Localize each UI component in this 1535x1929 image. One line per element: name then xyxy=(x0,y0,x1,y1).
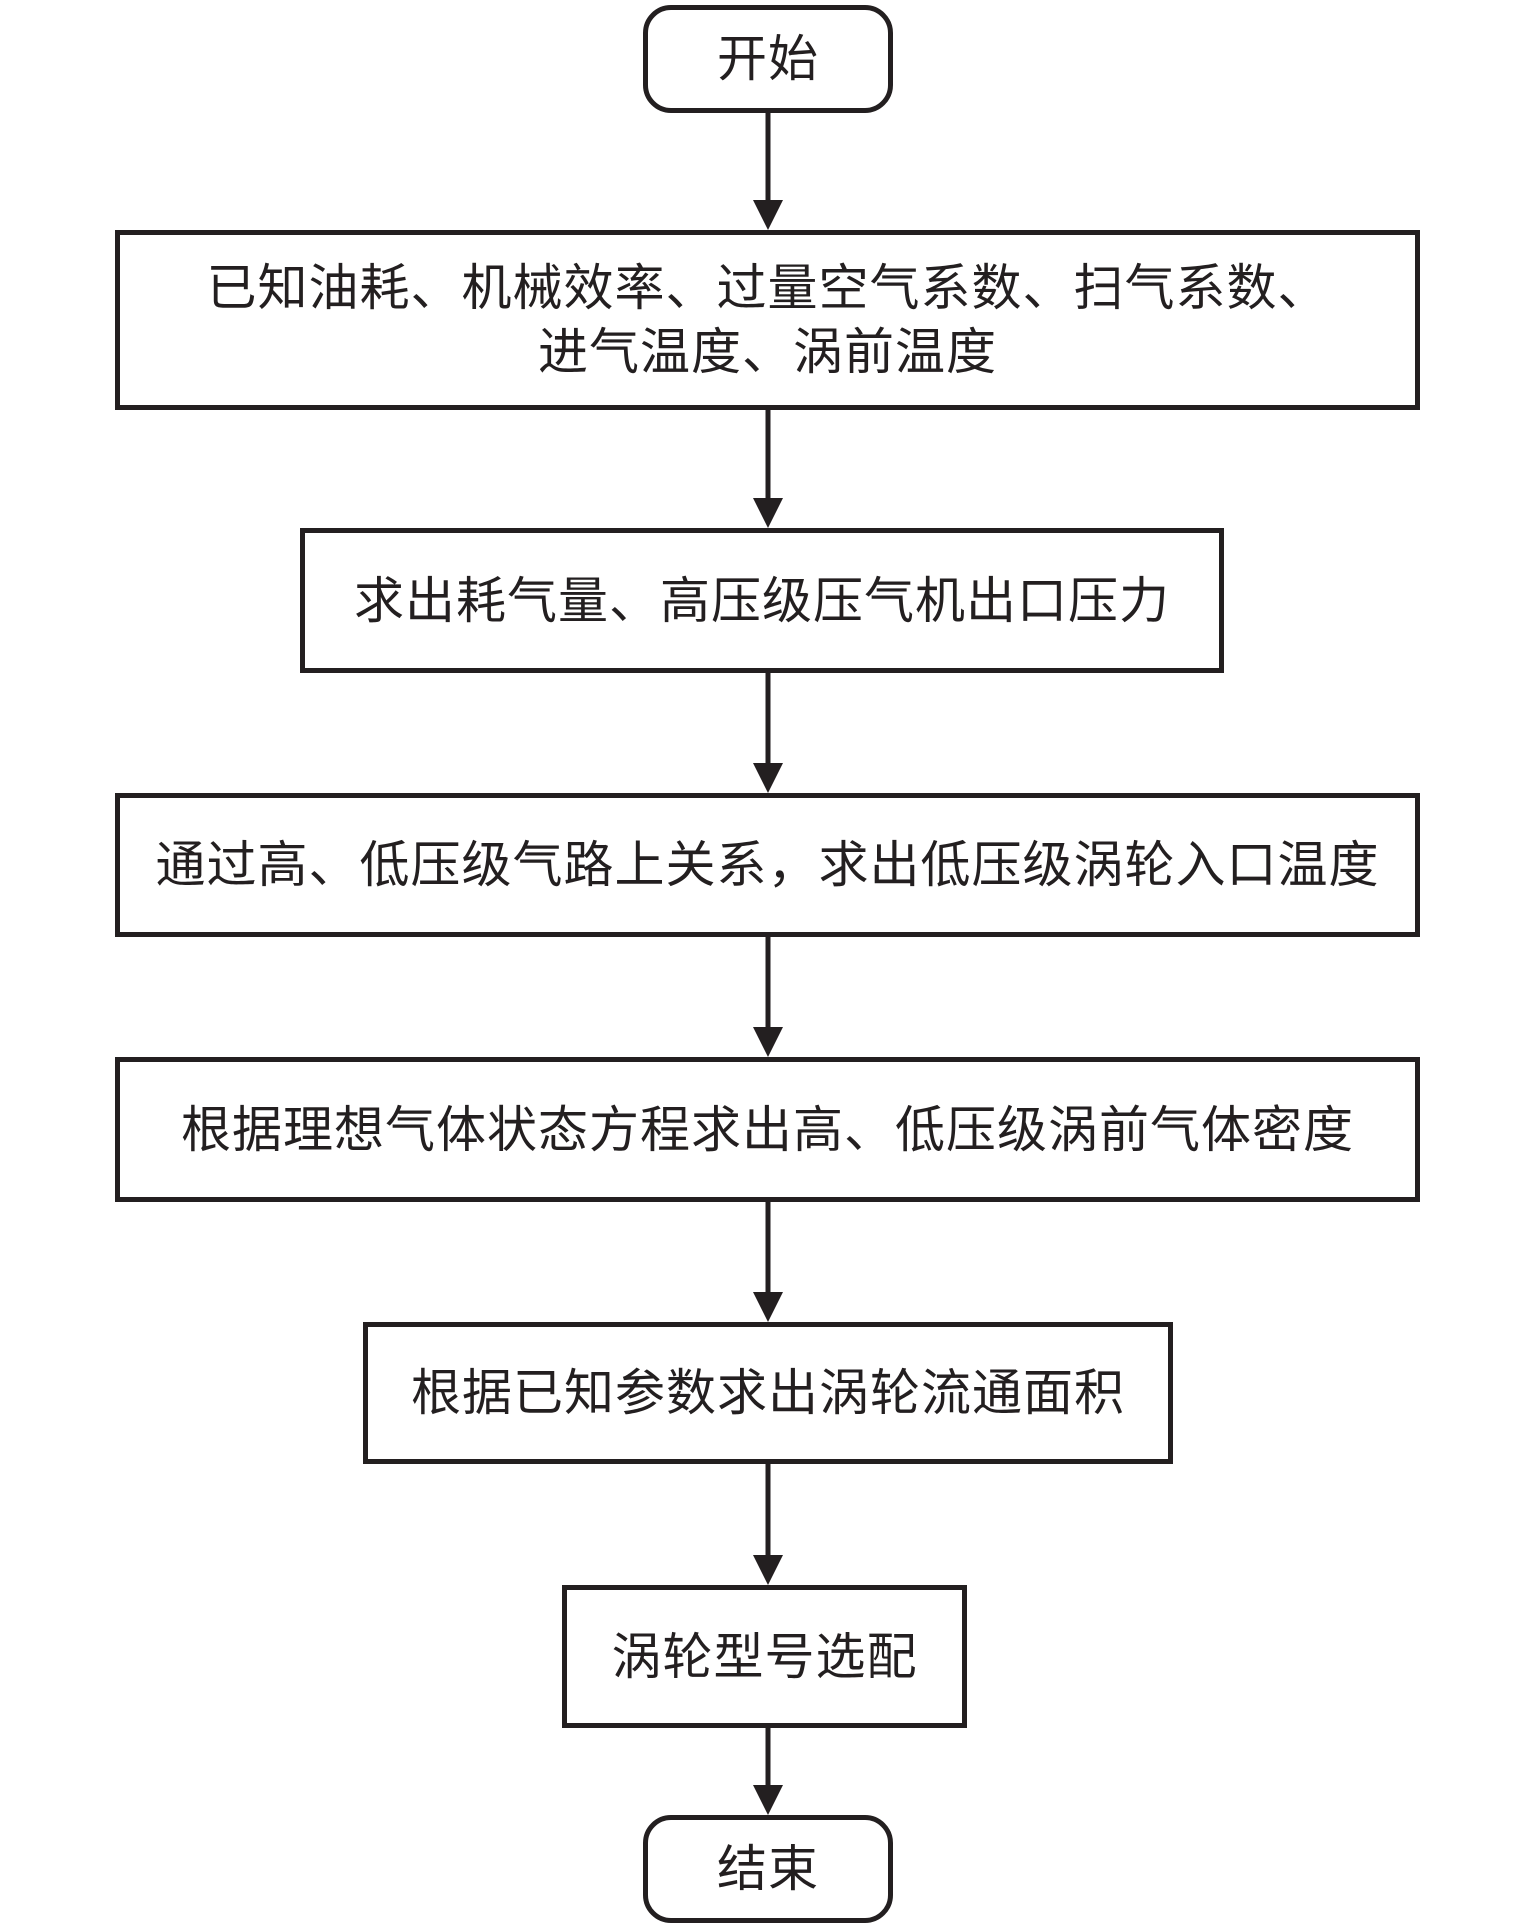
step-turbine-flow-area: 根据已知参数求出涡轮流通面积 xyxy=(363,1322,1173,1464)
arrowhead-step6-to-end xyxy=(753,1785,783,1815)
step-turbine-model-selection-label: 涡轮型号选配 xyxy=(611,1627,918,1686)
step-low-pressure-turbine-inlet-temp-label: 通过高、低压级气路上关系，求出低压级涡轮入口温度 xyxy=(155,836,1380,894)
step-air-consumption-pressure-label: 求出耗气量、高压级压气机出口压力 xyxy=(354,571,1170,630)
arrowhead-step3-to-step4 xyxy=(753,1027,783,1057)
step-known-parameters: 已知油耗、机械效率、过量空气系数、扫气系数、 进气温度、涡前温度 xyxy=(115,230,1420,410)
arrowhead-start-to-step1 xyxy=(753,200,783,230)
step-air-consumption-pressure: 求出耗气量、高压级压气机出口压力 xyxy=(300,528,1224,673)
end-terminal: 结束 xyxy=(643,1815,893,1923)
step-known-parameters-label: 已知油耗、机械效率、过量空气系数、扫气系数、 进气温度、涡前温度 xyxy=(206,259,1329,381)
arrowhead-step1-to-step2 xyxy=(753,498,783,528)
step-turbine-model-selection: 涡轮型号选配 xyxy=(562,1585,967,1728)
step-low-pressure-turbine-inlet-temp: 通过高、低压级气路上关系，求出低压级涡轮入口温度 xyxy=(115,793,1420,937)
step-gas-density-label: 根据理想气体状态方程求出高、低压级涡前气体密度 xyxy=(181,1100,1354,1159)
step-turbine-flow-area-label: 根据已知参数求出涡轮流通面积 xyxy=(411,1364,1125,1422)
step-gas-density: 根据理想气体状态方程求出高、低压级涡前气体密度 xyxy=(115,1057,1420,1202)
arrowhead-step2-to-step3 xyxy=(753,763,783,793)
start-terminal: 开始 xyxy=(643,5,893,113)
arrowhead-step4-to-step5 xyxy=(753,1292,783,1322)
start-label: 开始 xyxy=(717,30,819,88)
arrowhead-step5-to-step6 xyxy=(753,1555,783,1585)
end-label: 结束 xyxy=(717,1840,819,1898)
